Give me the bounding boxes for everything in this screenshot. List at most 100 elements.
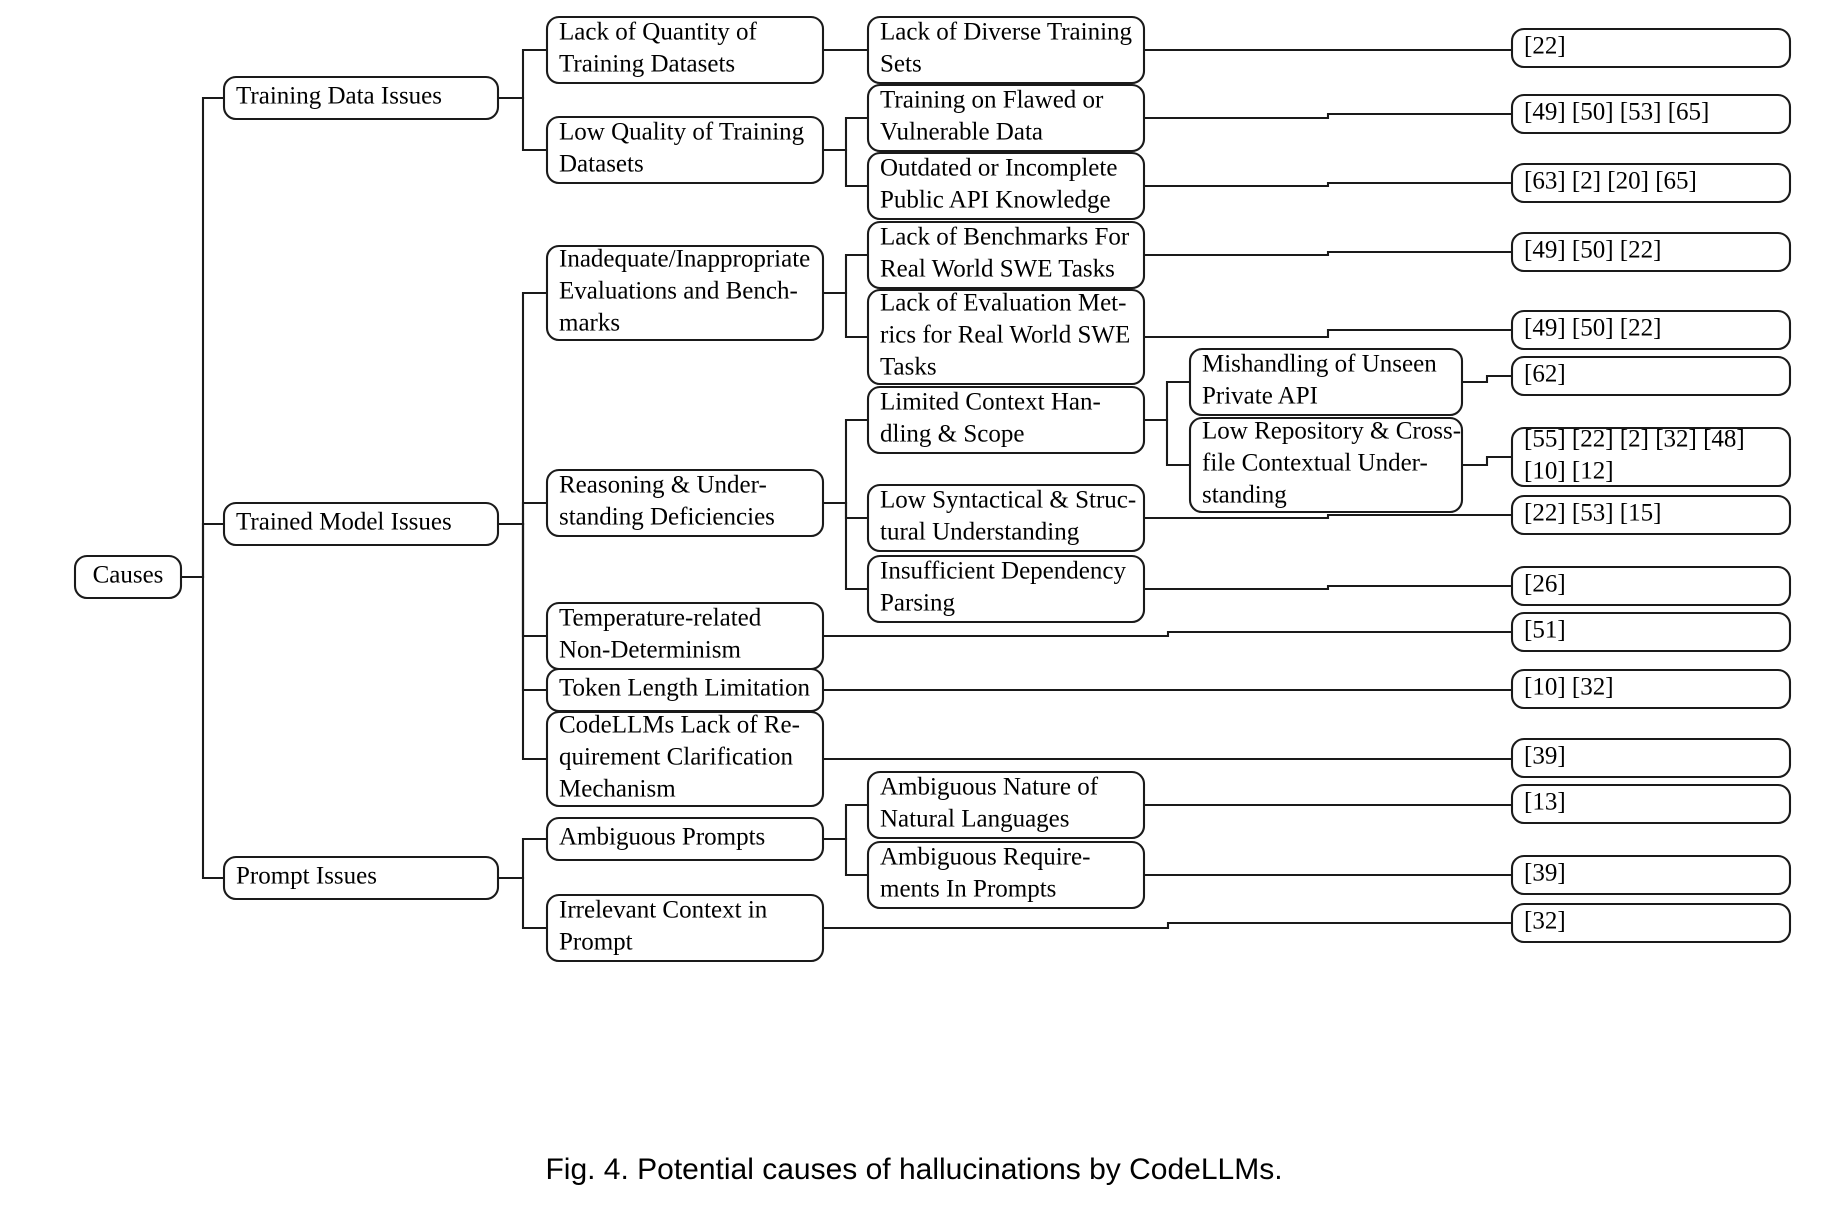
node-outline-l3_2 — [866, 151, 1146, 221]
node-label-ref_5-line0: [62] — [1524, 361, 1566, 388]
node-label-l2_8-line0: Irrelevant Context in — [559, 897, 768, 924]
node-label-l3_7-line0: Insufficient Dependency — [880, 558, 1126, 585]
node-outline-ref_0 — [1510, 27, 1792, 69]
node-ref_3[interactable]: [49] [50] [22] — [1510, 231, 1792, 273]
connector-l1_2-to-l2_8 — [498, 876, 547, 930]
node-ref_8[interactable]: [26] — [1510, 565, 1792, 607]
connector-l3_5-to-l4_0 — [1144, 380, 1190, 422]
connector-l2_1-to-l3_1 — [823, 116, 868, 152]
node-label-l3_2-line0: Outdated or Incomplete — [880, 155, 1117, 182]
connector-root-to-l1_0 — [181, 96, 224, 579]
node-outline-l1_1 — [222, 501, 500, 547]
node-outline-ref_8 — [1510, 565, 1792, 607]
connector-l1_1-to-l2_6 — [498, 522, 547, 761]
node-label-l2_6-line2: Mechanism — [559, 776, 676, 803]
node-ref_5[interactable]: [62] — [1510, 355, 1792, 397]
node-ref_2[interactable]: [63] [2] [20] [65] — [1510, 162, 1792, 204]
node-ref_12[interactable]: [13] — [1510, 783, 1792, 825]
node-outline-l2_0 — [545, 15, 825, 85]
node-l4_1[interactable]: Low Repository & Cross-file Contextual U… — [1188, 416, 1464, 514]
figure-caption: Fig. 4. Potential causes of hallucinatio… — [545, 1153, 1283, 1186]
node-label-ref_9-line0: [51] — [1524, 617, 1566, 644]
node-l3_6[interactable]: Low Syntactical & Struc-tural Understand… — [866, 483, 1146, 553]
node-l3_5[interactable]: Limited Context Han-dling & Scope — [866, 385, 1146, 455]
node-label-ref_14-line0: [32] — [1524, 908, 1566, 935]
node-l1_0[interactable]: Training Data Issues — [222, 75, 500, 121]
node-outline-ref_2 — [1510, 162, 1792, 204]
node-label-l2_7-line0: Ambiguous Prompts — [559, 824, 765, 851]
node-label-l1_1-line0: Trained Model Issues — [236, 509, 452, 536]
node-outline-l1_0 — [222, 75, 500, 121]
node-outline-l2_2 — [545, 244, 825, 342]
node-outline-ref_1 — [1510, 93, 1792, 135]
node-l2_6[interactable]: CodeLLMs Lack of Re-quirement Clarificat… — [545, 710, 825, 808]
node-ref_7[interactable]: [22] [53] [15] — [1510, 494, 1792, 536]
node-ref_10[interactable]: [10] [32] — [1510, 668, 1792, 710]
node-label-l2_3-line0: Reasoning & Under- — [559, 472, 767, 499]
connector-l3_1-to-ref_1 — [1144, 112, 1512, 120]
node-label-l2_1-line1: Datasets — [559, 151, 644, 178]
node-l1_2[interactable]: Prompt Issues — [222, 855, 500, 901]
node-label-ref_2-line0: [63] [2] [20] [65] — [1524, 168, 1697, 195]
node-l1_1[interactable]: Trained Model Issues — [222, 501, 500, 547]
node-ref_0[interactable]: [22] — [1510, 27, 1792, 69]
node-l3_9[interactable]: Ambiguous Require-ments In Prompts — [866, 840, 1146, 910]
node-ref_4[interactable]: [49] [50] [22] — [1510, 309, 1792, 351]
node-label-l3_6-line1: tural Understanding — [880, 519, 1080, 546]
node-l3_4[interactable]: Lack of Evaluation Met-rics for Real Wor… — [866, 288, 1146, 386]
node-label-l3_3-line0: Lack of Benchmarks For — [880, 224, 1130, 251]
connector-l2_1-to-l3_2 — [823, 148, 868, 188]
node-outline-ref_13 — [1510, 854, 1792, 896]
node-label-ref_6-line0: [55] [22] [2] [32] [48] — [1524, 426, 1745, 453]
node-l2_3[interactable]: Reasoning & Under-standing Deficiencies — [545, 468, 825, 538]
node-root[interactable]: Causes — [73, 554, 183, 600]
node-outline-l2_1 — [545, 115, 825, 185]
node-label-l3_8-line0: Ambiguous Nature of — [880, 774, 1099, 801]
node-outline-l2_6 — [545, 710, 825, 808]
node-label-l2_4-line0: Temperature-related — [559, 605, 762, 632]
node-l2_7[interactable]: Ambiguous Prompts — [545, 816, 825, 862]
node-ref_13[interactable]: [39] — [1510, 854, 1792, 896]
node-label-l4_0-line1: Private API — [1202, 383, 1318, 410]
connector-root-to-l1_1 — [181, 522, 224, 579]
node-label-ref_4-line0: [49] [50] [22] — [1524, 315, 1661, 342]
connector-l2_7-to-l3_9 — [823, 837, 868, 877]
node-label-l3_5-line0: Limited Context Han- — [880, 389, 1101, 416]
node-label-l3_5-line1: dling & Scope — [880, 421, 1024, 448]
node-outline-l1_2 — [222, 855, 500, 901]
node-ref_9[interactable]: [51] — [1510, 611, 1792, 653]
node-ref_1[interactable]: [49] [50] [53] [65] — [1510, 93, 1792, 135]
node-outline-l3_4 — [866, 288, 1146, 386]
node-label-ref_6-line1: [10] [12] — [1524, 458, 1614, 485]
connector-l2_7-to-l3_8 — [823, 803, 868, 841]
node-outline-l4_1 — [1188, 416, 1464, 514]
node-label-ref_10-line0: [10] [32] — [1524, 674, 1614, 701]
node-label-l3_4-line1: rics for Real World SWE — [880, 322, 1130, 349]
node-outline-root — [73, 554, 183, 600]
node-l2_5[interactable]: Token Length Limitation — [545, 667, 825, 713]
node-ref_14[interactable]: [32] — [1510, 902, 1792, 944]
node-ref_11[interactable]: [39] — [1510, 737, 1792, 779]
node-outline-ref_12 — [1510, 783, 1792, 825]
node-label-ref_7-line0: [22] [53] [15] — [1524, 500, 1661, 527]
node-outline-l3_3 — [866, 220, 1146, 290]
node-outline-l2_7 — [545, 816, 825, 862]
connector-l2_8-to-ref_14 — [823, 921, 1512, 930]
node-label-ref_13-line0: [39] — [1524, 860, 1566, 887]
connector-l2_3-to-l3_5 — [823, 418, 868, 505]
node-ref_6[interactable]: [55] [22] [2] [32] [48] [10] [12] — [1510, 426, 1792, 488]
